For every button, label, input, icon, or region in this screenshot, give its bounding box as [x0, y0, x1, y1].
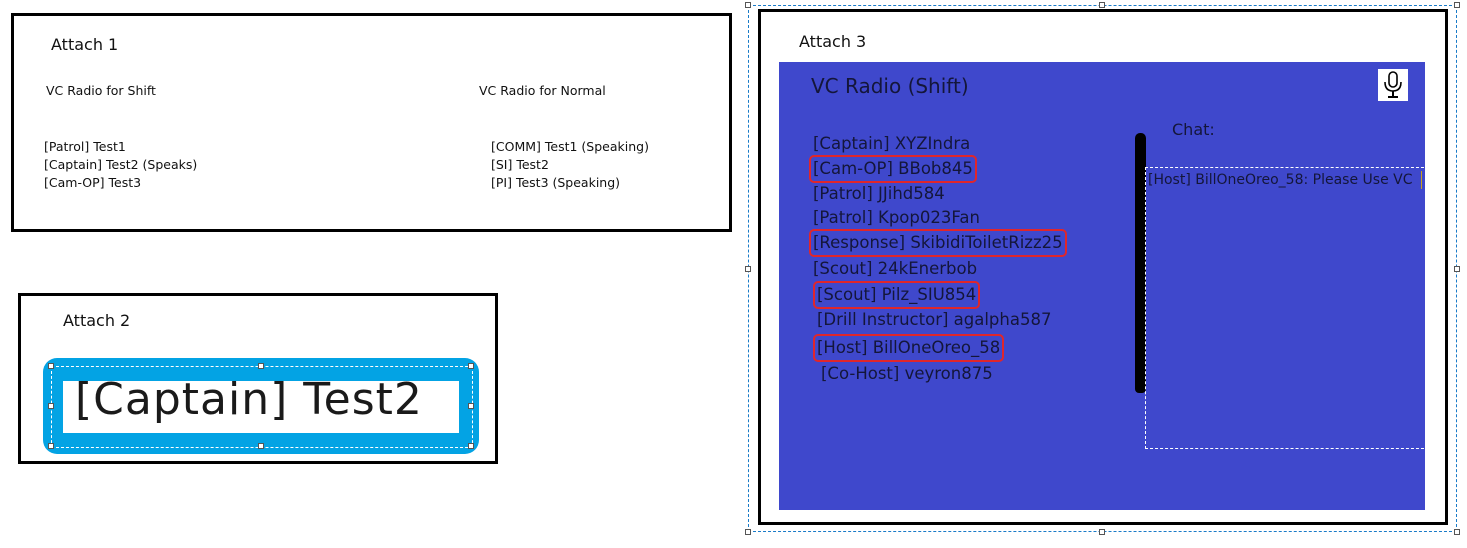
roster-row: [Patrol] Kpop023Fan [813, 208, 980, 227]
resize-handle[interactable] [1099, 529, 1105, 535]
resize-handle[interactable] [48, 363, 54, 369]
resize-handle[interactable] [258, 363, 264, 369]
resize-handle[interactable] [468, 443, 474, 449]
attach-3-frame: Attach 3 VC Radio (Shift) [Captain] XYZI… [758, 9, 1448, 525]
chat-log[interactable]: [Host] BillOneOreo_58: Please Use VC [1145, 167, 1429, 449]
resize-handle[interactable] [1454, 529, 1460, 535]
attach-3-title: Attach 3 [799, 32, 867, 51]
microphone-icon[interactable] [1378, 69, 1408, 101]
resize-handle[interactable] [1454, 2, 1460, 8]
resize-handle[interactable] [468, 363, 474, 369]
list-item: [PI] Test3 (Speaking) [491, 175, 621, 190]
resize-handle[interactable] [48, 403, 54, 409]
roster-scrollbar[interactable] [1135, 133, 1146, 393]
roster-row-highlighted: [Host] BillOneOreo_58 [813, 334, 1005, 362]
resize-handle[interactable] [468, 403, 474, 409]
resize-handle[interactable] [1454, 266, 1460, 272]
resize-handle[interactable] [745, 529, 751, 535]
normal-radio-list: [COMM] Test1 (Speaking) [SI] Test2 [PI] … [491, 138, 649, 192]
roster-row-highlighted: [Response] SkibidiToiletRizz25 [809, 229, 1067, 257]
roster-row: [Scout] 24kEnerbob [813, 259, 978, 278]
list-item: [Cam-OP] Test3 [44, 175, 142, 190]
resize-handle[interactable] [1099, 2, 1105, 8]
roster-row-highlighted: [Scout] Pilz_SIU854 [813, 281, 981, 309]
resize-handle[interactable] [745, 2, 751, 8]
attach-1-frame: Attach 1 VC Radio for Shift [Patrol] Tes… [11, 13, 732, 232]
shift-radio-list: [Patrol] Test1 [Captain] Test2 (Speaks) … [44, 138, 197, 192]
normal-radio-heading: VC Radio for Normal [479, 83, 606, 98]
list-item: [Captain] Test2 (Speaks) [44, 157, 198, 172]
roster-row: [Patrol] JJihd584 [813, 184, 945, 203]
chat-message: [Host] BillOneOreo_58: Please Use VC [1148, 172, 1413, 188]
roster-row: [Drill Instructor] agalpha587 [817, 310, 1052, 329]
text-caret [1421, 171, 1422, 189]
chat-label: Chat: [1172, 120, 1215, 139]
list-item: [Patrol] Test1 [44, 139, 126, 154]
speaking-member-label: [Captain] Test2 [75, 374, 423, 425]
list-item: [COMM] Test1 (Speaking) [491, 139, 649, 154]
roster-row: [Co-Host] veyron875 [821, 364, 993, 383]
roster-row-highlighted: [Cam-OP] BBob845 [809, 155, 977, 183]
vc-radio-panel: VC Radio (Shift) [Captain] XYZIndra [Cam… [779, 62, 1429, 510]
resize-handle[interactable] [48, 443, 54, 449]
selection-outline[interactable] [51, 366, 473, 448]
list-item: [SI] Test2 [491, 157, 549, 172]
panel-title: VC Radio (Shift) [811, 74, 969, 98]
resize-handle[interactable] [745, 266, 751, 272]
roster-row: [Captain] XYZIndra [813, 134, 971, 153]
attach-2-title: Attach 2 [63, 311, 131, 330]
resize-handle[interactable] [258, 443, 264, 449]
attach-1-title: Attach 1 [51, 35, 119, 54]
shift-radio-heading: VC Radio for Shift [46, 83, 156, 98]
attach-2-frame: Attach 2 [Captain] Test2 [18, 293, 498, 464]
speaking-highlight-fill [63, 381, 459, 433]
